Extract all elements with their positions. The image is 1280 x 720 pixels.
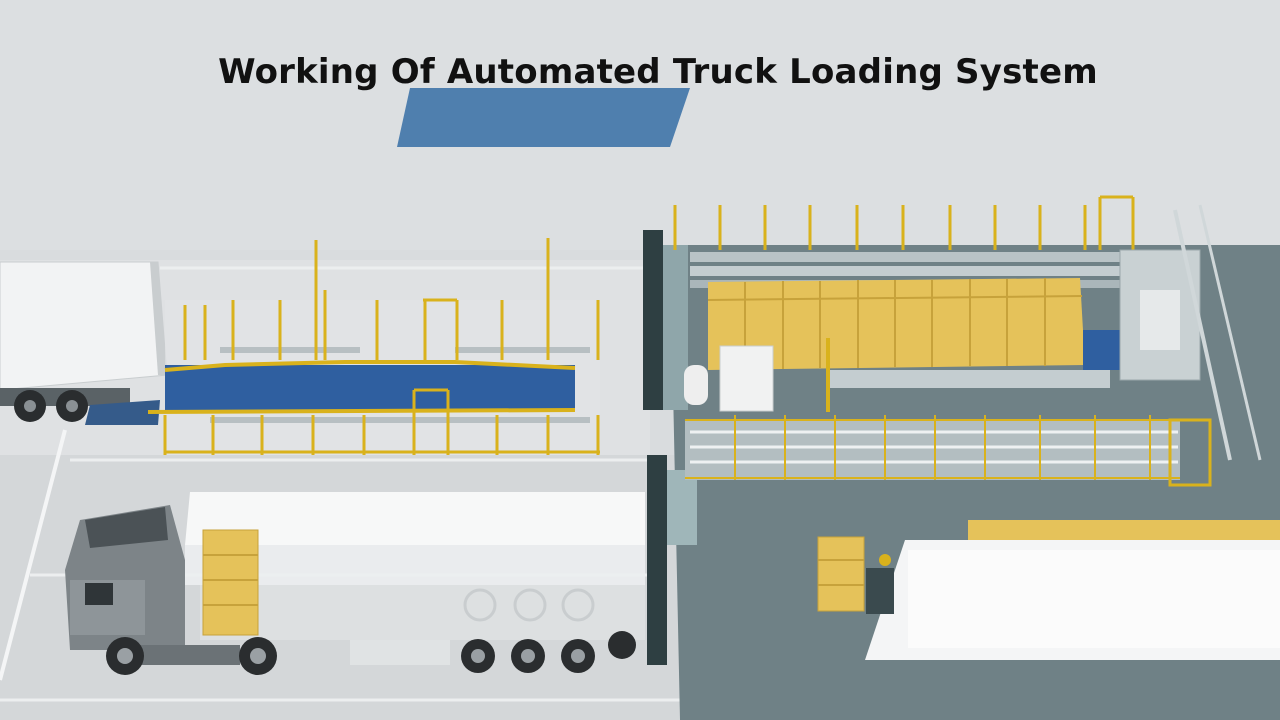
control-cabinet <box>719 345 774 412</box>
page-title: Working Of Automated Truck Loading Syste… <box>218 52 1098 92</box>
truck-trailer-top <box>0 261 168 425</box>
platform-pallets <box>968 520 1280 540</box>
safety-fence <box>673 195 1135 250</box>
tank <box>684 365 708 405</box>
parking-line <box>0 429 67 681</box>
truck-bottom-with-pallet <box>65 492 645 675</box>
warehouse-wall <box>643 230 663 410</box>
roller-conveyor-lower <box>685 338 1212 487</box>
automated-loading-conveyor <box>147 238 600 455</box>
forklift-pallet <box>817 536 894 614</box>
warehouse-pallet-stack <box>684 278 1085 412</box>
floor-marking <box>397 88 690 147</box>
